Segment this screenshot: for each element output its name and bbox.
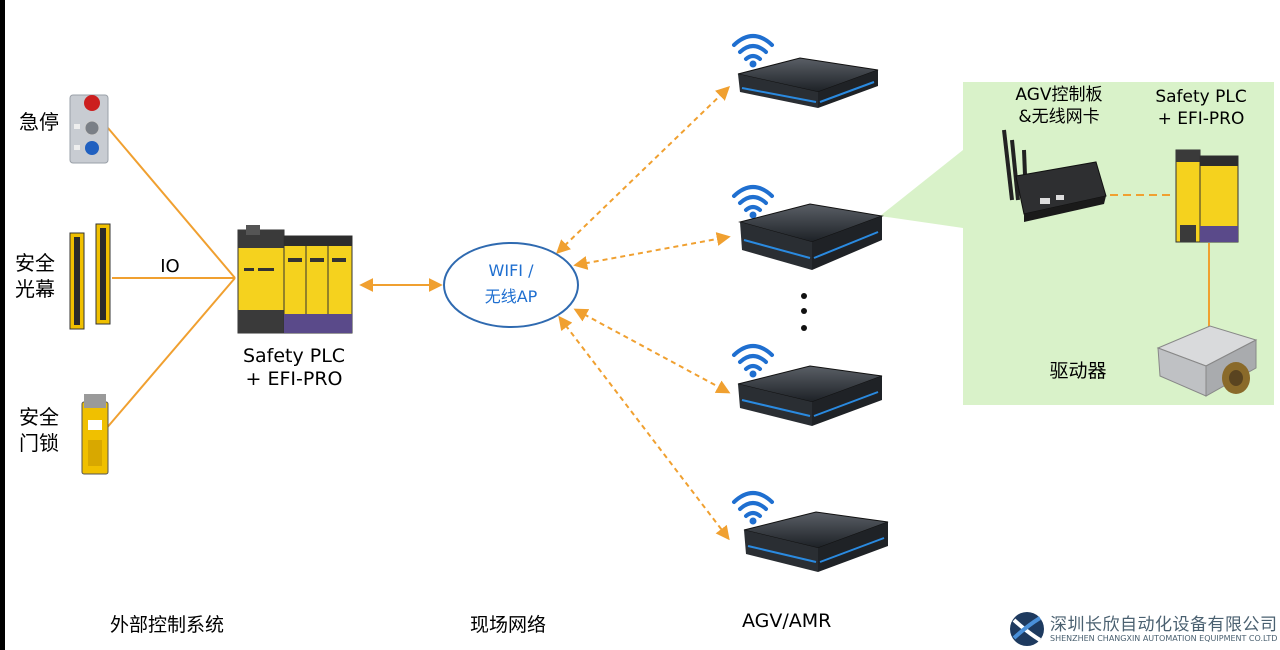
plc-right-label-line2: + EFI-PRO: [1157, 109, 1245, 129]
company-name-en: SHENZHEN CHANGXIN AUTOMATION EQUIPMENT C…: [1050, 634, 1278, 643]
door-lock-label-line1: 安全: [19, 405, 59, 429]
plc-left-label-line2: + EFI-PRO: [245, 368, 343, 390]
estop-device: [69, 94, 109, 164]
safety-plc-left: [237, 225, 353, 334]
more-agvs-dots: [801, 293, 807, 331]
agv-control-board: [1002, 129, 1107, 222]
door-lock-label-line2: 门锁: [19, 431, 59, 455]
light-curtain-label-line2: 光幕: [15, 277, 55, 301]
wifi-agv-links: [555, 86, 731, 541]
wifi-icon: [732, 185, 774, 212]
plc-left-label-line1: Safety PLC: [242, 345, 346, 367]
light-curtain-label-line1: 安全: [15, 251, 55, 275]
door-lock-device: [81, 394, 109, 475]
io-label: IO: [160, 256, 180, 277]
footer-agv-amr: AGV/AMR: [742, 610, 832, 632]
plc-right-label-line1: Safety PLC: [1155, 87, 1247, 107]
wifi-icon: [732, 344, 774, 371]
plc-left-label: Safety PLC + EFI-PRO: [228, 345, 360, 391]
agv-board-label: AGV控制板 &无线网卡: [1004, 84, 1114, 128]
logo-mark-icon: [1010, 612, 1044, 646]
agv-1: [732, 34, 879, 108]
company-logo: 深圳长欣自动化设备有限公司 SHENZHEN CHANGXIN AUTOMATI…: [1008, 610, 1278, 648]
agv-4: [732, 491, 889, 572]
light-curtain-label: 安全 光幕: [12, 250, 58, 302]
wifi-ap-label-line1: WIFI /: [488, 261, 534, 280]
wifi-icon: [732, 34, 774, 61]
wifi-ap-label-line2: 无线AP: [484, 287, 538, 306]
callout-wedge: [880, 150, 963, 228]
left-edge-bar: [0, 0, 5, 650]
estop-label: 急停: [19, 110, 59, 134]
light-curtain-device: [69, 223, 111, 330]
safety-plc-right: [1175, 149, 1239, 243]
company-name-cn: 深圳长欣自动化设备有限公司: [1050, 615, 1278, 635]
door-lock-label: 安全 门锁: [16, 404, 62, 456]
drive-device: [1156, 325, 1258, 397]
footer-field-network: 现场网络: [470, 614, 547, 636]
io-wires: [104, 127, 236, 431]
wifi-ap-label: WIFI / 无线AP: [461, 258, 561, 310]
plc-right-label: Safety PLC + EFI-PRO: [1142, 86, 1260, 130]
agv-3: [732, 344, 883, 426]
wifi-ap-ellipse: [443, 242, 579, 328]
agv-2: [732, 185, 884, 270]
wifi-icon: [732, 491, 774, 518]
agv-board-label-line1: AGV控制板: [1015, 85, 1103, 105]
agv-board-label-line2: &无线网卡: [1018, 107, 1100, 127]
footer-external-system: 外部控制系统: [110, 614, 225, 636]
drive-label: 驱动器: [1049, 360, 1107, 382]
